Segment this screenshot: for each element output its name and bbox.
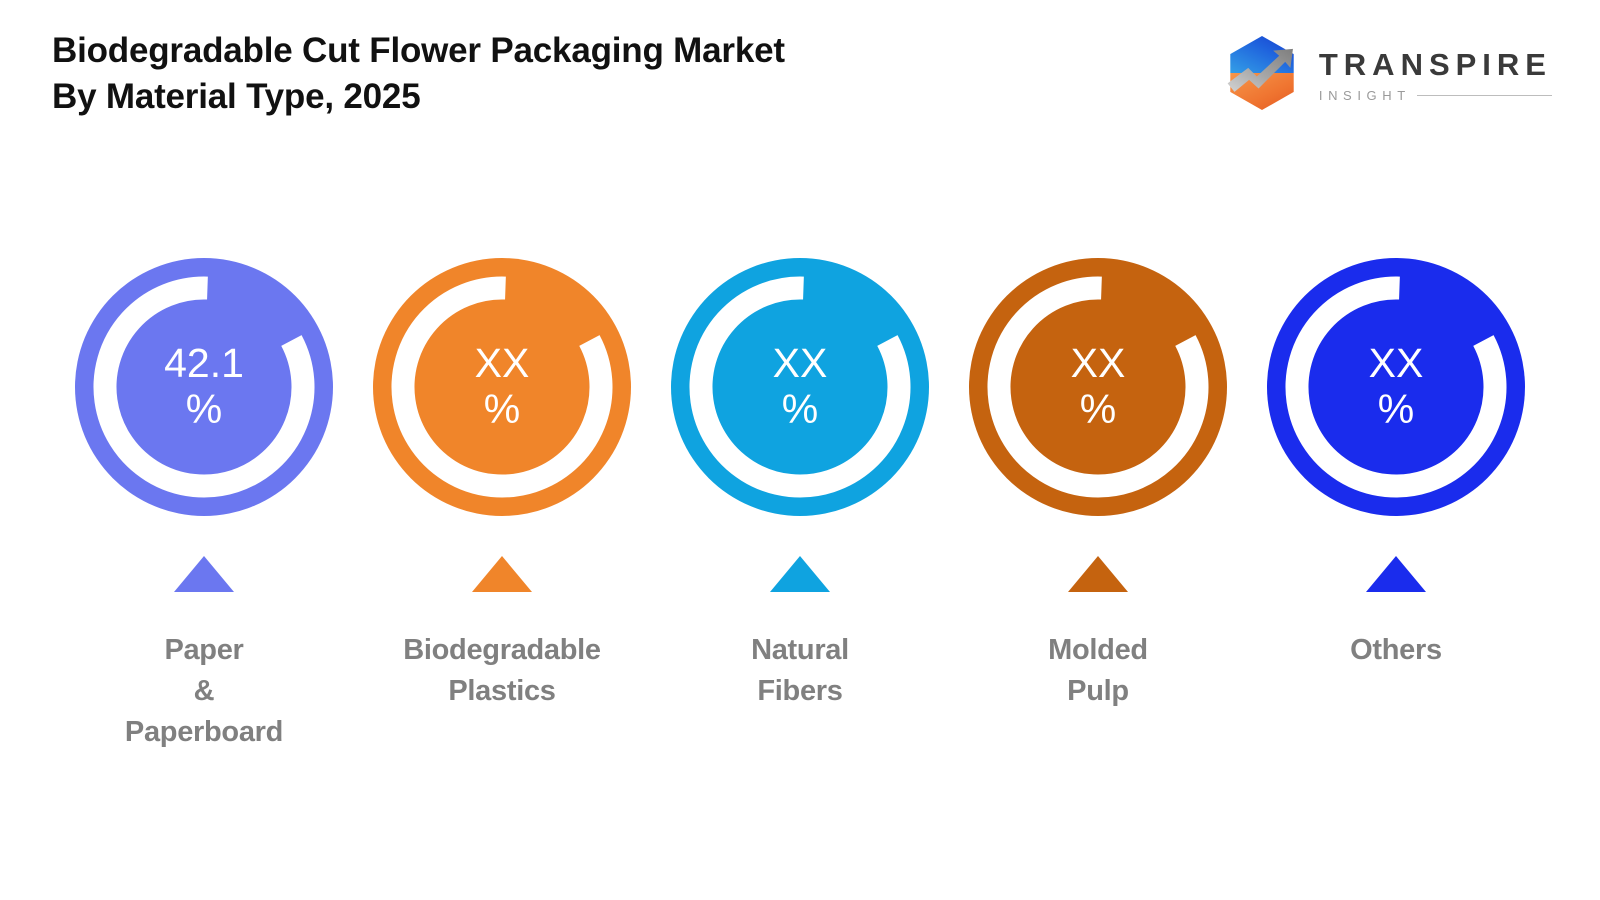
logo-tagline-row: INSIGHT	[1319, 89, 1552, 102]
segment-label: Biodegradable Plastics	[403, 634, 601, 708]
logo-divider-rule	[1416, 94, 1552, 96]
brand-logo: TRANSPIRE INSIGHT	[1219, 30, 1552, 116]
donut-ring-graphic	[1267, 258, 1525, 516]
segment-pointer-triangle	[472, 556, 532, 592]
donut-paper-paperboard: 42.1 %	[75, 258, 333, 516]
donut-natural-fibers: XX %	[671, 258, 929, 516]
donut-ring-graphic	[969, 258, 1227, 516]
donut-arc	[391, 276, 613, 498]
page-title: Biodegradable Cut Flower Packaging Marke…	[52, 31, 785, 116]
segment-pointer-triangle	[1068, 556, 1128, 592]
chart-segment-natural-fibers[interactable]: XX % Natural Fibers	[651, 258, 949, 712]
donut-molded-pulp: XX %	[969, 258, 1227, 516]
segment-label: Natural Fibers	[751, 634, 849, 708]
chart-segment-molded-pulp[interactable]: XX % Molded Pulp	[949, 258, 1247, 712]
segment-pointer-triangle	[770, 556, 830, 592]
segment-label: Molded Pulp	[1048, 634, 1148, 708]
segment-pointer-triangle	[174, 556, 234, 592]
donut-arc	[987, 276, 1209, 498]
logo-text-block: TRANSPIRE INSIGHT	[1319, 45, 1552, 102]
donut-others: XX %	[1267, 258, 1525, 516]
donut-arc	[689, 276, 911, 498]
donut-ring-graphic	[373, 258, 631, 516]
segment-pointer-triangle	[1366, 556, 1426, 592]
transpire-hex-arrow-icon	[1227, 36, 1294, 110]
donut-chart-row: 42.1 % Paper & Paperboard XX % Biodegrad…	[0, 258, 1600, 858]
donut-ring-graphic	[75, 258, 333, 516]
chart-segment-paper-paperboard[interactable]: 42.1 % Paper & Paperboard	[55, 258, 353, 754]
segment-label: Others	[1350, 634, 1442, 666]
chart-segment-biodegradable-plastics[interactable]: XX % Biodegradable Plastics	[353, 258, 651, 712]
donut-ring-graphic	[671, 258, 929, 516]
segment-label: Paper & Paperboard	[124, 634, 284, 749]
donut-arc	[1285, 276, 1507, 498]
chart-segment-others[interactable]: XX % Others	[1247, 258, 1545, 671]
header: Biodegradable Cut Flower Packaging Marke…	[0, 0, 1600, 150]
logo-wordmark: TRANSPIRE	[1318, 46, 1552, 82]
donut-biodegradable-plastics: XX %	[373, 258, 631, 516]
donut-arc	[93, 276, 315, 498]
logo-tagline: INSIGHT	[1318, 87, 1411, 103]
